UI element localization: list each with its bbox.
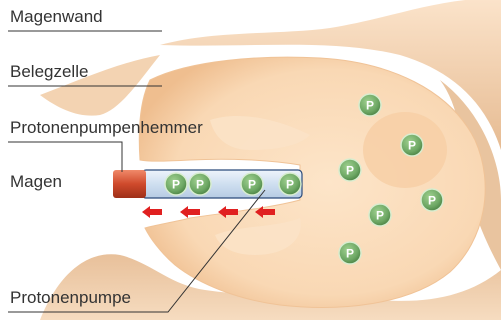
particle-letter: P [196, 178, 204, 192]
particle-letter: P [248, 178, 256, 192]
left-arrow-icon [180, 206, 200, 218]
cell-particle: P [359, 94, 381, 116]
particle-letter: P [172, 178, 180, 192]
inhibitor-label-line [8, 142, 122, 172]
cell-particle: P [339, 242, 361, 264]
particle-letter: P [346, 247, 354, 261]
particle-letter: P [346, 164, 354, 178]
tube-particle: P [279, 173, 301, 195]
cell-particle: P [369, 204, 391, 226]
tube-particle: P [189, 173, 211, 195]
tube-particle: P [165, 173, 187, 195]
inhibitor-cap [113, 170, 146, 198]
label-proton-pump: Protonenpumpe [10, 288, 131, 308]
left-arrow-icon [142, 206, 162, 218]
label-inhibitor: Protonenpumpenhemmer [10, 118, 203, 138]
particle-letter: P [408, 139, 416, 153]
particle-letter: P [366, 99, 374, 113]
label-parietal-cell: Belegzelle [10, 62, 88, 82]
label-stomach: Magen [10, 172, 62, 192]
label-stomach-wall: Magenwand [10, 7, 103, 27]
particle-letter: P [428, 194, 436, 208]
particle-letter: P [376, 209, 384, 223]
cell-particle: P [421, 189, 443, 211]
particle-letter: P [286, 178, 294, 192]
cell-particle: P [339, 159, 361, 181]
tube-particle: P [241, 173, 263, 195]
cell-particle: P [401, 134, 423, 156]
